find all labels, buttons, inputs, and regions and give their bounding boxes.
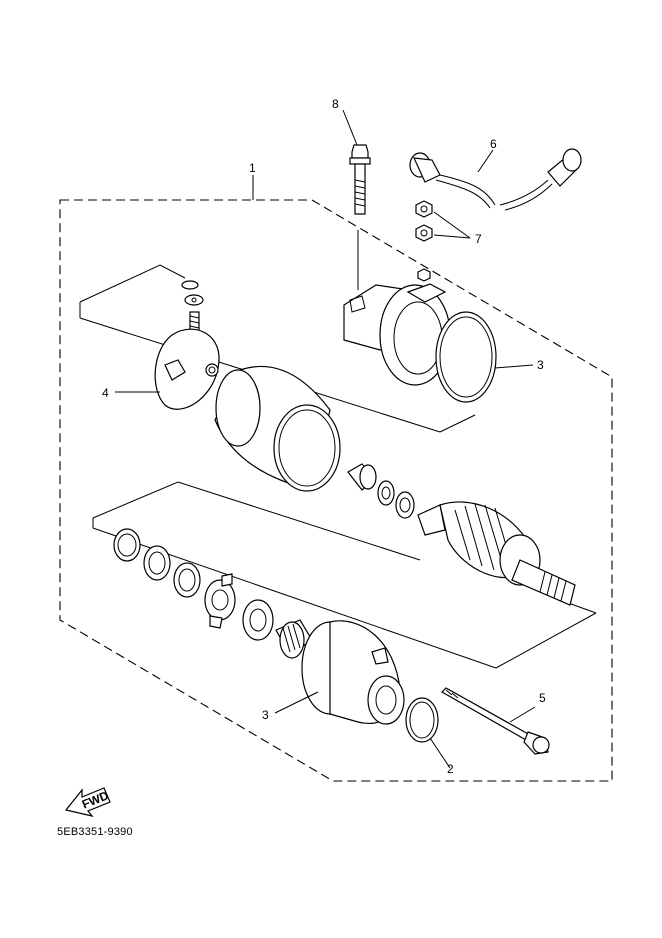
leader-lines — [115, 109, 536, 769]
callout-3-upper: 3 — [537, 358, 544, 372]
nut-part-7 — [415, 200, 433, 282]
callout-4: 4 — [102, 386, 109, 400]
fwd-arrow-icon: FWD — [64, 787, 111, 817]
rear-cover-part-3 — [343, 283, 497, 403]
callout-2: 2 — [447, 762, 454, 776]
o-ring-part-2 — [405, 697, 439, 743]
upper-plane-right — [439, 414, 476, 433]
bushing-and-washers — [347, 463, 415, 519]
lower-washers — [113, 528, 236, 629]
callout-5: 5 — [539, 691, 546, 705]
brush-holder-part-4 — [154, 280, 220, 410]
callout-1: 1 — [249, 161, 256, 175]
diagram-code: 5EB3351-9390 — [57, 826, 133, 838]
lower-plane — [92, 481, 597, 669]
bolt-part-8 — [349, 144, 371, 290]
callout-8: 8 — [332, 97, 339, 111]
front-cover-part-3 — [301, 620, 405, 725]
lead-wire-part-6 — [409, 148, 582, 211]
callout-3-lower: 3 — [262, 708, 269, 722]
bearing — [242, 599, 313, 659]
armature — [417, 501, 576, 606]
assembly-boundary — [59, 199, 613, 782]
callout-6: 6 — [490, 137, 497, 151]
yoke — [214, 365, 341, 492]
callout-7: 7 — [475, 232, 482, 246]
through-bolt-part-5 — [441, 687, 550, 755]
